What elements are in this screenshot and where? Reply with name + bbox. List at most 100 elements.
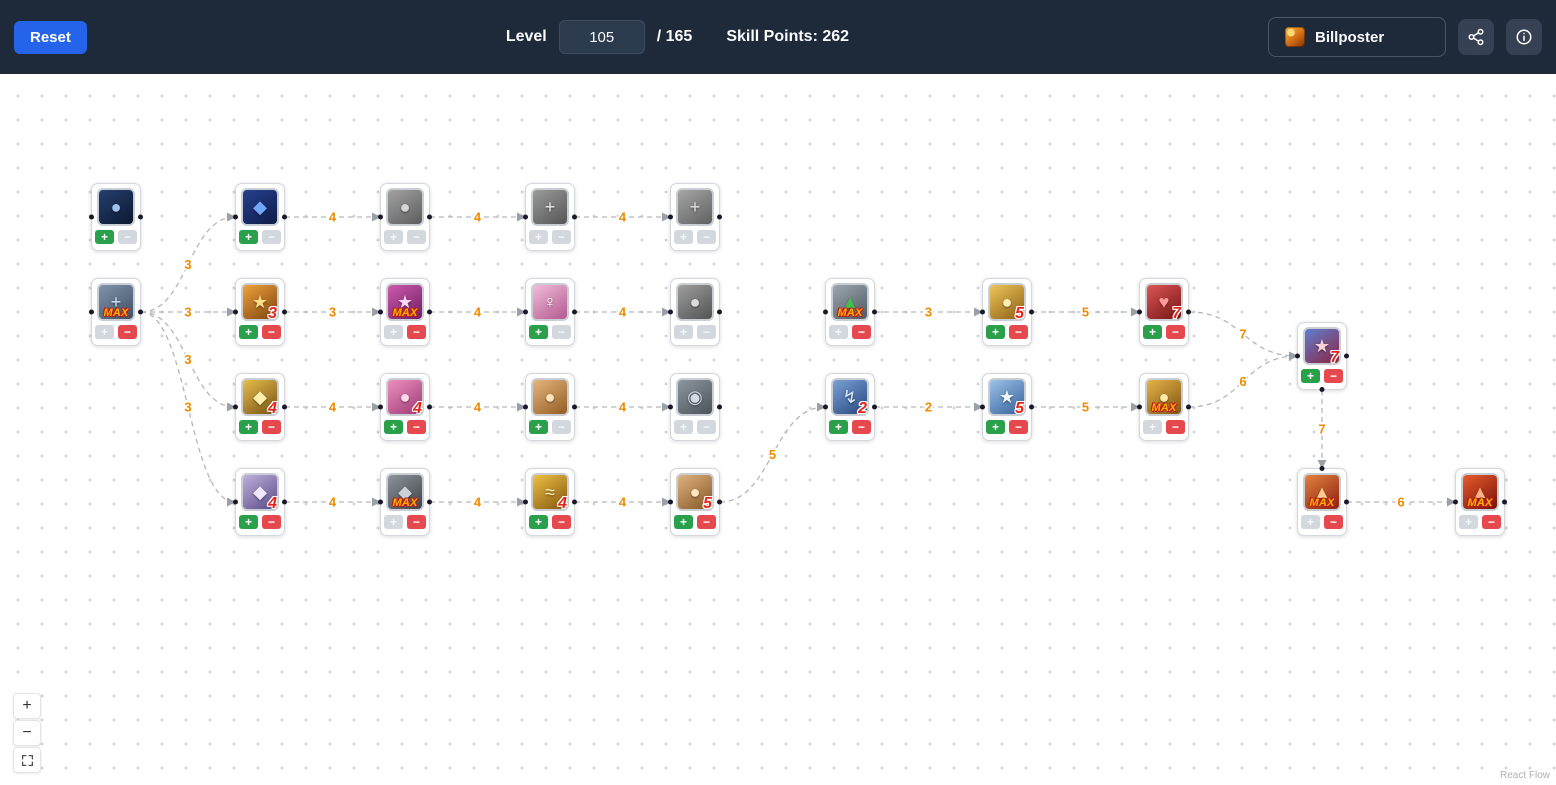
skill-plus-button[interactable]: + [1301,369,1320,383]
skill-plus-button[interactable]: + [384,325,403,339]
skill-plus-button[interactable]: + [384,420,403,434]
skill-minus-button[interactable]: − [1166,325,1185,339]
skill-node-goldfist[interactable]: ●5+− [980,278,1034,346]
skill-minus-button[interactable]: − [552,325,571,339]
skill-minus-button[interactable]: − [407,325,426,339]
skill-buttons: +− [384,230,426,244]
skill-minus-button[interactable]: − [1324,369,1343,383]
skill-minus-button[interactable]: − [1482,515,1501,529]
skill-node-dragonfist[interactable]: ▲MAX+− [1297,466,1349,536]
skill-plus-button[interactable]: + [384,230,403,244]
skill-minus-button[interactable]: − [118,325,137,339]
skill-buttons: +− [829,420,871,434]
skill-plus-button[interactable]: + [1143,325,1162,339]
sword-skill-icon: ◆4 [241,473,279,512]
skill-plus-button[interactable]: + [1301,515,1320,529]
skill-minus-button[interactable]: − [118,230,137,244]
skill-minus-button[interactable]: − [1166,420,1185,434]
skill-plus-button[interactable]: + [529,420,548,434]
skill-plus-button[interactable]: + [529,325,548,339]
skill-node-goldaxe[interactable]: ◆4 +− [233,373,287,441]
skill-minus-button[interactable]: − [407,515,426,529]
skill-node-eye[interactable]: ◉+− [668,373,722,441]
skill-minus-button[interactable]: − [1324,515,1343,529]
skill-plus-button[interactable]: + [986,420,1005,434]
skill-node-guard[interactable]: ◆+− [233,183,287,251]
skill-node-knuckle[interactable]: ●MAX+− [1137,373,1191,441]
skill-node-aura[interactable]: ★MAX+− [378,278,432,346]
level-input[interactable] [558,20,645,54]
skill-plus-button[interactable]: + [529,515,548,529]
skill-minus-button[interactable]: − [262,325,281,339]
skill-minus-button[interactable]: − [697,325,716,339]
class-selector[interactable]: Billposter [1268,17,1446,57]
info-button[interactable] [1506,19,1542,55]
skill-minus-button[interactable]: − [1009,325,1028,339]
skill-plus-button[interactable]: + [829,420,848,434]
skill-plus-button[interactable]: + [1143,420,1162,434]
skill-plus-button[interactable]: + [95,230,114,244]
skill-node-whip[interactable]: ≈4+− [523,468,577,536]
skill-node-spirit[interactable]: ♀+− [523,278,577,346]
node-handle-r [1029,309,1034,315]
skill-node-burst[interactable]: ★3+− [233,278,287,346]
skill-minus-button[interactable]: − [852,325,871,339]
skill-plus-button[interactable]: + [95,325,114,339]
skill-plus-button[interactable]: + [674,325,693,339]
skill-minus-button[interactable]: − [262,420,281,434]
skill-plus-button[interactable]: + [239,325,258,339]
golden-axe-skill-icon: ◆4 [241,378,279,417]
skill-minus-button[interactable]: − [407,230,426,244]
skill-node-sword[interactable]: ◆4 +− [233,468,287,536]
skill-node-orb[interactable]: ●+− [89,183,143,251]
skill-plus-button[interactable]: + [384,515,403,529]
skill-plus-button[interactable]: + [1459,515,1478,529]
edge-label-spirit-cannonball: 4 [619,305,627,320]
skill-minus-button[interactable]: − [552,230,571,244]
skill-minus-button[interactable]: − [552,420,571,434]
skill-plus-button[interactable]: + [674,515,693,529]
zoom-in-button[interactable]: + [13,693,41,719]
reset-button[interactable]: Reset [14,20,87,54]
skill-plus-button[interactable]: + [239,515,258,529]
skill-minus-button[interactable]: − [697,515,716,529]
share-button[interactable] [1458,19,1494,55]
skill-plus-button[interactable]: + [674,420,693,434]
skill-node-asmodeus[interactable]: ★7+− [1295,322,1349,392]
stat-up-skill-icon: ▲MAX [831,283,869,321]
skill-node-pinkfist[interactable]: ●4+− [378,373,432,441]
skill-node-cross2[interactable]: ++− [668,183,722,251]
skill-minus-button[interactable]: − [697,420,716,434]
skill-plus-button[interactable]: + [239,420,258,434]
reactflow-attribution[interactable]: React Flow [1499,770,1550,781]
skill-minus-button[interactable]: − [262,230,281,244]
skill-plus-button[interactable]: + [986,325,1005,339]
skill-node-froststrike[interactable]: ★5+− [980,373,1034,441]
skill-node-finisher[interactable]: ▲MAX+− [1453,468,1507,536]
skill-node-cannonball[interactable]: ●+− [668,278,722,346]
skill-plus-button[interactable]: + [529,230,548,244]
skill-minus-button[interactable]: − [1009,420,1028,434]
skill-minus-button[interactable]: − [262,515,281,529]
skill-minus-button[interactable]: − [697,230,716,244]
skill-node-boltfist[interactable]: ↯2+− [823,373,877,441]
skill-minus-button[interactable]: − [552,515,571,529]
level-total: / 165 [656,28,693,45]
skill-node-cross1[interactable]: ++− [523,183,577,251]
fit-view-button[interactable] [13,747,41,773]
skill-node-paw[interactable]: ●+− [523,373,577,441]
skill-minus-button[interactable]: − [407,420,426,434]
skill-node-heal[interactable]: +MAX+− [89,278,143,346]
skill-plus-button[interactable]: + [239,230,258,244]
skill-plus-button[interactable]: + [829,325,848,339]
skill-plus-button[interactable]: + [674,230,693,244]
skill-minus-button[interactable]: − [852,420,871,434]
node-handle-l [1137,309,1142,315]
skill-node-powerfist[interactable]: ●5+− [668,468,722,536]
skill-node-blade[interactable]: ◆MAX+− [378,468,432,536]
zoom-out-button[interactable]: − [13,720,41,746]
skill-node-bloodheart[interactable]: ♥7+− [1137,278,1191,346]
skill-node-stone[interactable]: ●+− [378,183,432,251]
skill-node-buffup[interactable]: ▲MAX +− [823,278,877,346]
